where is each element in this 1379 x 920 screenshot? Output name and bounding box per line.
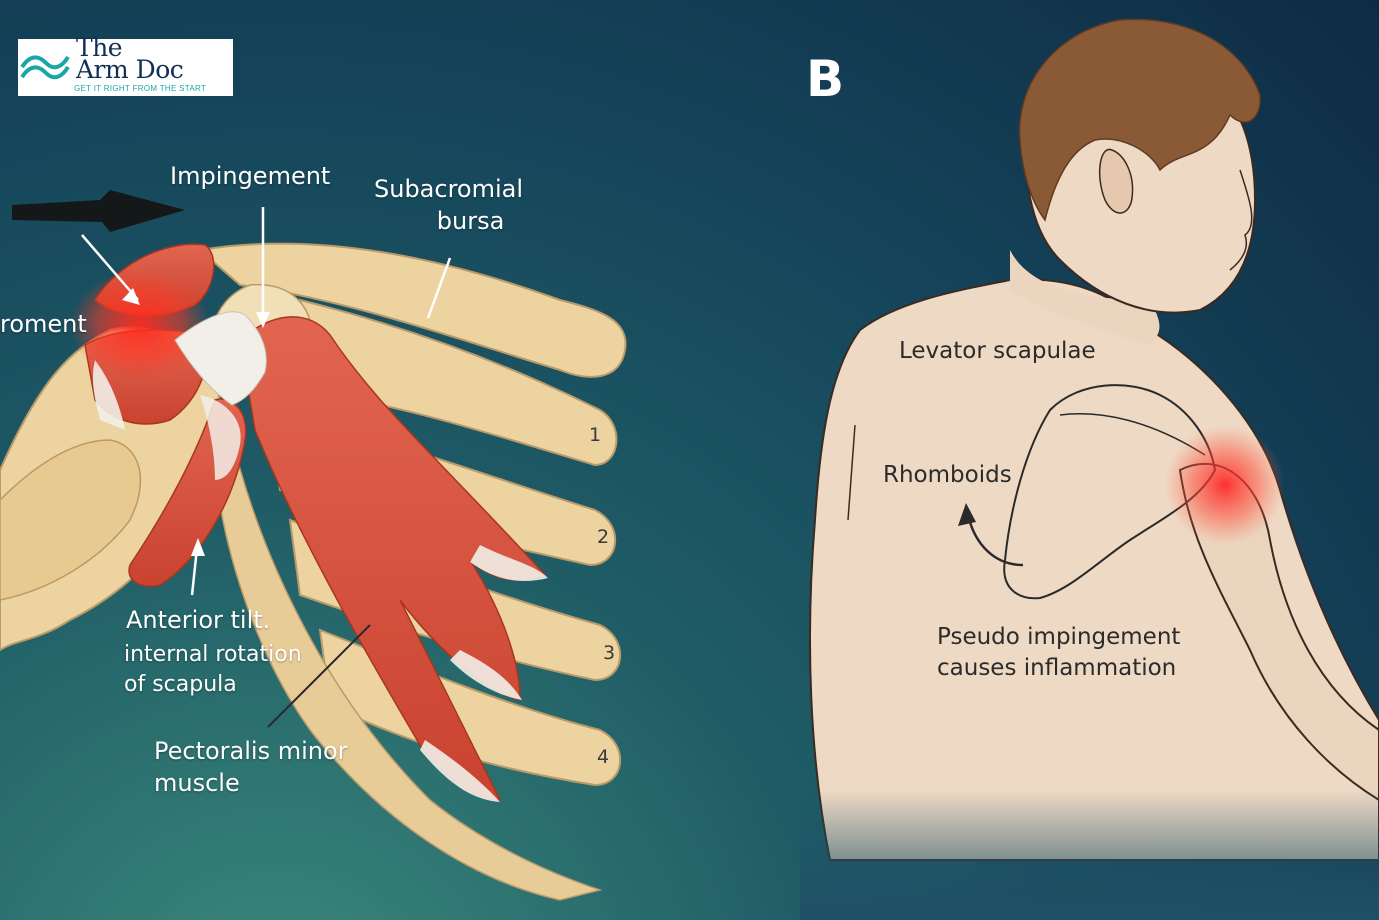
- ear: [1098, 148, 1134, 214]
- label-pectoralis-minor: Pectoralis minor muscle: [154, 735, 348, 800]
- pectoralis-tendon-1: [470, 545, 548, 582]
- pointer-bursa: [426, 257, 452, 319]
- neck: [1010, 250, 1160, 345]
- supraspinatus-tendon: [92, 360, 125, 430]
- the-arm-doc-logo: The Arm Doc GET IT RIGHT FROM THE START: [18, 33, 233, 96]
- label-subacromial-line2: bursa: [436, 207, 505, 236]
- pointer-pectoralis: [267, 624, 371, 728]
- rib-number-3: 3: [603, 642, 616, 664]
- rhomboids-arrow: [966, 514, 1024, 567]
- label-pectoralis-line1: Pectoralis minor: [154, 737, 348, 765]
- label-impingement: Impingement: [170, 162, 331, 190]
- label-anterior-tilt: Anterior tilt.: [126, 606, 271, 634]
- logo-name: The Arm Doc: [76, 33, 184, 84]
- label-pseudo-line1: Pseudo impingement: [937, 624, 1181, 650]
- logo-name-line1: The: [76, 33, 123, 62]
- pointer-impingement-head: [256, 312, 270, 328]
- scapula-outline: [1003, 384, 1217, 600]
- label-rhomboids: Rhomboids: [883, 462, 1012, 488]
- label-pseudo-line2: causes inflammation: [937, 655, 1177, 682]
- rib-1: [298, 298, 618, 467]
- pointer-acromion-head: [122, 288, 140, 305]
- biceps-tendon: [200, 395, 241, 480]
- pectoralis-tendon-2: [450, 650, 522, 700]
- logo-tagline: GET IT RIGHT FROM THE START: [74, 84, 207, 93]
- panel-b-bottom-fade: [800, 790, 1379, 920]
- face-profile: [1229, 169, 1253, 271]
- label-subacromial-bursa: Subacromial bursa: [374, 173, 523, 238]
- rhomboids-arrow-head: [958, 503, 976, 526]
- label-acromion: roment: [0, 310, 87, 338]
- rib-number-2: 2: [597, 526, 610, 548]
- humerus-bone: [0, 439, 142, 601]
- label-subacromial-line1: Subacromial: [374, 175, 524, 203]
- label-levator-scapulae: Levator scapulae: [899, 338, 1096, 364]
- wave-logo-icon: [20, 55, 70, 80]
- label-internal-rotation-line1: internal rotation: [124, 642, 302, 667]
- label-internal-rotation-line2: of scapula: [124, 671, 237, 697]
- pectoralis-tendon-3: [420, 740, 500, 802]
- coracoid-tendon-band: [174, 311, 267, 406]
- hair: [1018, 18, 1261, 222]
- panel-b-man-back: [800, 18, 1379, 920]
- pointer-anterior-tilt-head: [191, 538, 205, 556]
- spine-line: [847, 424, 856, 521]
- acromion-inflammation: [70, 270, 210, 380]
- clavicle-bone: [197, 242, 627, 378]
- pointer-acromion: [81, 234, 139, 301]
- logo-name-line2: Arm Doc: [76, 55, 184, 84]
- rib-cage-lower: [214, 427, 603, 901]
- rib-number-4: 4: [597, 746, 610, 768]
- panel-letter-b: B: [806, 50, 845, 108]
- shoulder-inflammation: [1165, 425, 1285, 545]
- rib-number-1: 1: [589, 424, 602, 446]
- label-internal-rotation: internal rotation of scapula: [124, 640, 302, 699]
- black-arrow-icon: [12, 190, 185, 232]
- label-pseudo-impingement: Pseudo impingement causes inflammation: [937, 622, 1180, 684]
- label-pectoralis-line2: muscle: [154, 769, 240, 798]
- panel-a-shoulder-skeleton: [0, 190, 627, 901]
